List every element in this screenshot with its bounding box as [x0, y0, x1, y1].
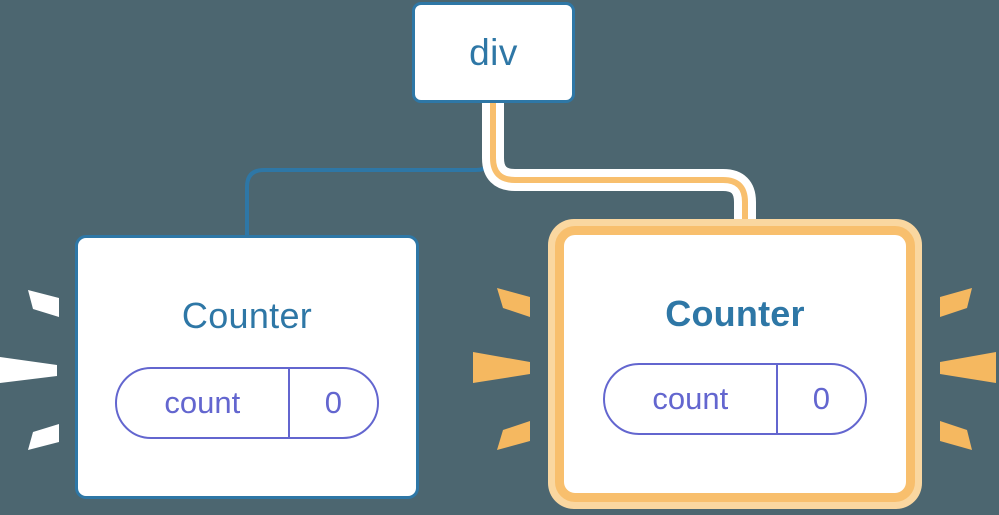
state-pill-right: count 0: [603, 363, 867, 435]
sparkle-ray-icon: [940, 352, 996, 383]
node-div-title: div: [469, 31, 518, 73]
sparkles-left-of-counter-left: [0, 290, 59, 450]
sparkles-left-of-counter-right: [473, 288, 530, 450]
state-key-left: count: [164, 385, 241, 420]
state-value-right: 0: [775, 365, 865, 433]
node-counter-left-title: Counter: [181, 295, 313, 336]
state-pill-left: count 0: [115, 367, 379, 439]
sparkle-ray-icon: [473, 352, 530, 383]
sparkle-ray-icon: [497, 421, 530, 450]
sparkle-ray-icon: [28, 290, 59, 317]
sparkle-ray-icon: [0, 357, 57, 383]
node-counter-right[interactable]: Counter count 0: [548, 219, 922, 509]
state-value-left: 0: [287, 369, 377, 437]
sparkle-ray-icon: [940, 421, 972, 450]
node-counter-right-title: Counter: [665, 293, 805, 334]
node-counter-right-body: Counter count 0: [555, 226, 915, 502]
sparkle-ray-icon: [28, 424, 59, 450]
sparkles-right-of-counter-right: [940, 288, 996, 450]
sparkle-ray-icon: [497, 288, 530, 317]
node-counter-left[interactable]: Counter count 0: [75, 235, 419, 499]
sparkle-ray-icon: [940, 288, 972, 317]
node-div[interactable]: div: [412, 2, 575, 103]
state-key-right: count: [652, 381, 729, 416]
edge-div-to-counter-right: [490, 103, 748, 232]
